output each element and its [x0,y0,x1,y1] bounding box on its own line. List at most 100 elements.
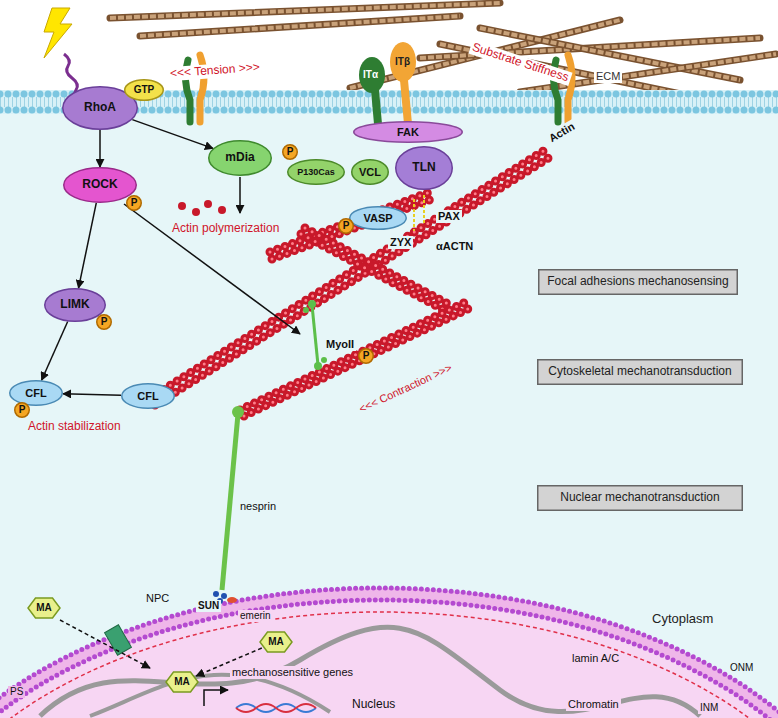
phospho-badge: P [338,218,354,234]
phospho-badge-outline [127,196,142,211]
node-text: Nuclear mechanotransduction [560,491,719,505]
node-text: Cytoskeletal mechanotransduction [548,365,731,379]
phospho-badge-outline [97,315,112,330]
process-label: Actin polymerization [170,222,281,236]
node-text: VCL [359,166,381,179]
phospho-badge-outline [359,349,374,364]
node-text: TLN [412,161,435,175]
ma-hexagon-outline [166,672,198,692]
protein-ellipse: ROCK [63,167,137,203]
protein-label: MyoII [324,338,356,351]
signal-bolt [44,8,84,98]
phospho-badge: P [126,195,142,211]
protein-label: ZYX [388,236,413,249]
protein-label: PAX [436,210,462,223]
node-text: CFL [25,387,46,400]
phospho-badge: P [96,314,112,330]
node-text: MA [174,676,190,688]
node-text: P [343,220,350,232]
protein-label: ITβ [393,56,412,68]
structure-label: INM [698,702,720,714]
protein-label: αACTN [434,240,475,253]
node-text: P [287,146,294,158]
force-label: <<< Contraction >>> [355,360,455,416]
phospho-badge: P [14,402,30,418]
pathway-arrows [60,177,300,706]
pathway-arrow [79,203,97,288]
protein-ellipse: P130Cas [287,159,345,185]
ma-hexagon: MA [27,597,61,619]
gtp-badge: GTP [124,79,164,101]
pathway-arrow [42,322,68,381]
protein-ellipse-outline [122,384,175,409]
node-text: P130Cas [297,167,335,177]
node-text: Focal adhesions mechanosensing [547,275,728,289]
node-text: RhoA [84,101,116,115]
structure-label: NPC [144,592,171,605]
level-box-outline [538,360,743,385]
node-text: MA [268,636,284,648]
node-text: mDia [225,151,254,165]
extracellular-space [0,0,778,92]
structure-label: lamin A/C [570,652,621,665]
protein-ellipse: TLN [395,146,453,190]
node-text: VASP [363,212,392,225]
level-box: Cytoskeletal mechanotransduction [537,359,743,385]
gene-label: mechanosensitive genes [230,666,355,679]
structure-label: PS [8,686,25,698]
region-label: Cytoplasm [650,612,715,627]
node-text: ROCK [82,178,117,192]
phospho-badge: P [358,348,374,364]
protein-ellipse: LIMK [44,288,106,322]
level-box-outline [538,486,743,511]
node-text: CFL [137,390,158,403]
phospho-badge-outline [339,219,354,234]
protein-ellipse: CFL [9,380,63,406]
actin-filaments [150,150,550,416]
region-label: ECM [594,70,622,83]
protein-ellipse-outline [10,381,63,406]
pathway-arrow [63,394,121,396]
protein-ellipse-outline [288,160,345,185]
gtp-badge-outline [125,80,164,101]
protein-ellipse-outline [396,147,453,190]
protein-label: ITα [361,69,380,81]
process-label: Actin stabilization [26,420,123,434]
protein-ellipse-outline [350,207,407,230]
protein-label: Actin [545,119,579,146]
alpha-actinin-links [414,195,424,231]
structure-label: ONM [728,662,755,674]
level-box: Nuclear mechanotransduction [537,485,743,511]
protein-label: nesprin [238,500,278,513]
ecm-fibers [110,3,776,98]
node-text: P [19,404,26,416]
protein-ellipse: FAK [353,121,463,143]
protein-ellipse-outline [45,289,106,322]
region-label: Nucleus [350,698,397,712]
level-box-outline [539,270,738,295]
node-text: GTP [134,84,155,96]
phospho-badge-outline [283,145,298,160]
node-text: P [363,350,370,362]
protein-ellipse-outline [352,160,389,185]
actin-monomers [178,200,226,216]
phospho-badge: P [282,144,298,160]
ma-hexagon-outline [28,598,60,618]
protein-ellipse: VCL [351,159,389,185]
pathway-arrow [99,130,101,167]
node-text: P [101,316,108,328]
pathway-arrow [132,120,213,149]
myosin [303,300,327,370]
ma-hexagon: MA [259,631,293,653]
node-text: LIMK [60,298,89,312]
node-text: P [131,197,138,209]
node-text: FAK [397,126,419,139]
protein-ellipse-outline [209,141,272,176]
protein-ellipse: VASP [349,206,407,230]
level-box: Focal adhesions mechanosensing [538,269,738,295]
protein-ellipse: mDia [208,140,272,176]
nucleus [0,588,778,718]
ma-hexagon-outline [260,632,292,652]
protein-ellipse-outline [64,168,137,203]
